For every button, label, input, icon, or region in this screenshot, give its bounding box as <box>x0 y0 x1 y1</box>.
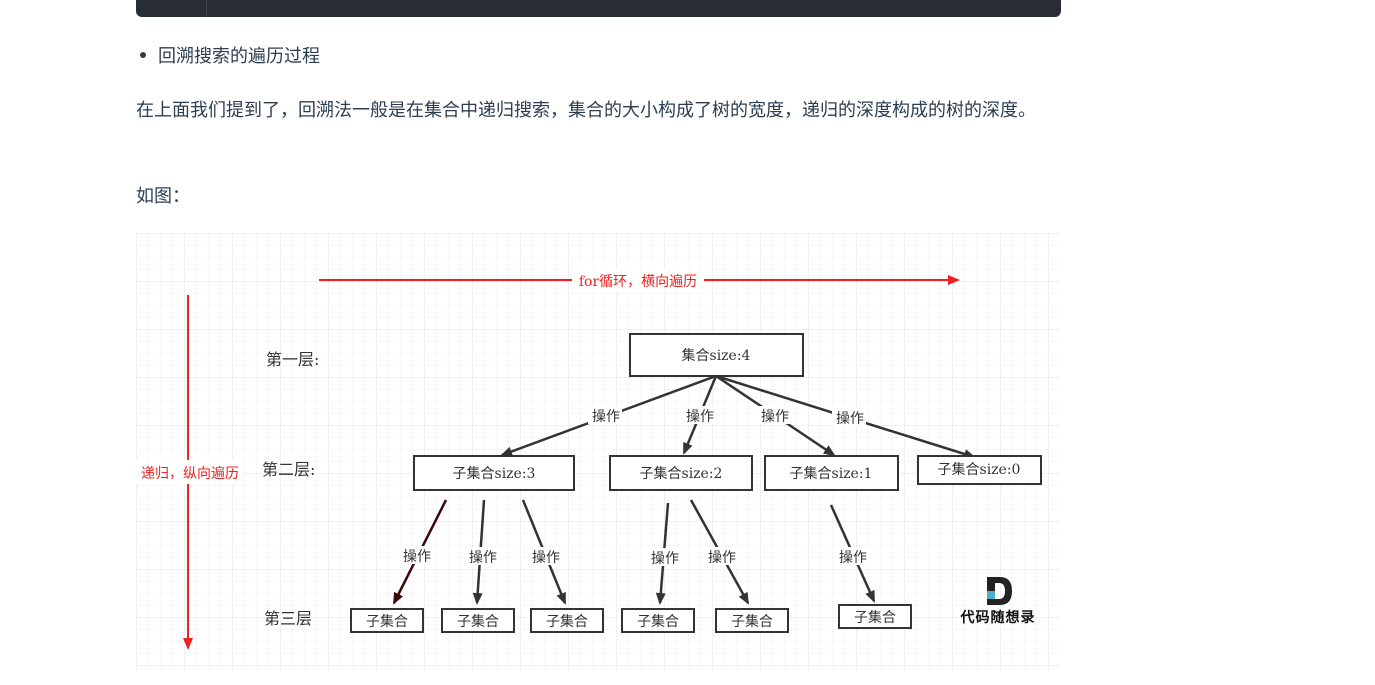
edge-label-bg <box>832 408 866 426</box>
backtracking-tree-figure: for循环，横向遍历 递归，纵向遍历 第一层: 第二层: 第三层 集合size:… <box>136 233 1059 670</box>
edge-label-8: 操作 <box>651 551 679 567</box>
sub-node-3-label: 子集合 <box>546 613 588 630</box>
edge-label-6: 操作 <box>469 550 497 566</box>
sub-node-6-label: 子集合 <box>854 609 896 626</box>
edge-label-5: 操作 <box>403 549 431 565</box>
node-size1-label: 子集合size:1 <box>790 465 873 482</box>
level-2-label: 第二层: <box>262 460 315 479</box>
edge-label-4: 操作 <box>836 411 864 427</box>
node-size1 <box>764 455 899 491</box>
edge-label-bg <box>705 547 739 565</box>
figure-caption: 如图： <box>136 186 190 207</box>
edge-label-9: 操作 <box>708 550 736 566</box>
edge-label-bg <box>466 547 500 565</box>
edge-label-bg <box>400 546 434 564</box>
level-1-label: 第一层: <box>266 350 319 369</box>
edge-label-3: 操作 <box>761 409 789 425</box>
sub-node-1 <box>350 608 424 633</box>
logo-icon <box>987 577 1012 605</box>
sub-node-2-label: 子集合 <box>457 613 499 630</box>
bullet-item: 回溯搜索的遍历过程 <box>136 42 320 68</box>
code-gutter-divider <box>206 0 207 17</box>
edge-label-10: 操作 <box>839 550 867 566</box>
bullet-text: 回溯搜索的遍历过程 <box>158 46 320 67</box>
vertical-arrow-label-bg <box>136 460 244 484</box>
vertical-arrow-label: 递归，纵向遍历 <box>141 465 239 482</box>
body-paragraph: 在上面我们提到了，回溯法一般是在集合中递归搜索，集合的大小构成了树的宽度，递归的… <box>136 100 1036 121</box>
sub-node-6 <box>838 604 912 629</box>
root-node-label: 集合size:4 <box>682 347 751 364</box>
edge-label-bg <box>682 406 716 424</box>
node-size2-label: 子集合size:2 <box>640 465 723 482</box>
node-size2 <box>609 455 753 491</box>
sub-node-4 <box>621 608 695 633</box>
node-size3 <box>413 455 575 491</box>
sub-node-1-label: 子集合 <box>366 613 408 630</box>
sub-node-3 <box>530 608 604 633</box>
edge-label-bg <box>529 547 563 565</box>
sub-node-5-label: 子集合 <box>731 613 773 630</box>
edge-label-bg <box>588 406 622 424</box>
edge-label-2: 操作 <box>686 409 714 425</box>
grid-pattern <box>136 233 1059 670</box>
code-block-bottom <box>136 0 1061 17</box>
edge-label-bg <box>836 547 870 565</box>
horizontal-arrow-label-bg <box>572 269 704 291</box>
edge-label-7: 操作 <box>532 550 560 566</box>
sub-node-4-label: 子集合 <box>637 613 679 630</box>
horizontal-arrow-label: for循环，横向遍历 <box>579 274 697 290</box>
node-size0-label: 子集合size:0 <box>938 461 1021 478</box>
node-size0 <box>917 455 1042 485</box>
node-size3-label: 子集合size:3 <box>453 465 536 482</box>
sub-node-5 <box>715 608 789 633</box>
edge-label-1: 操作 <box>592 409 620 425</box>
logo-d-bowl <box>995 577 1012 605</box>
logo-d-accent <box>987 591 995 599</box>
level-3-label: 第三层 <box>264 609 312 628</box>
sub-node-2 <box>441 608 515 633</box>
edge-label-bg <box>648 548 682 566</box>
edge-label-bg <box>757 406 791 424</box>
bullet-dot-icon <box>140 52 146 58</box>
logo-text: 代码随想录 <box>960 609 1036 626</box>
